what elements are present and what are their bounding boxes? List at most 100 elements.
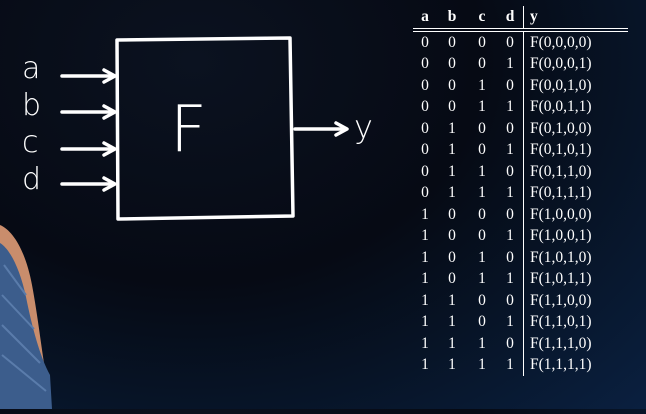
cell-b: 1: [448, 184, 456, 201]
table-row: 0 0 0 1 F(0,0,0,1): [413, 53, 628, 75]
presenter-shirt-stripes: [1, 264, 47, 392]
block-diagram-drawing: [60, 36, 349, 221]
cell-c: 0: [478, 227, 486, 244]
cell-a: 0: [421, 98, 429, 115]
cell-c: 1: [478, 76, 486, 94]
cell-d: 0: [506, 205, 514, 223]
cell-d: 0: [506, 291, 514, 309]
table-row: 0 1 1 1 F(0,1,1,1): [413, 182, 628, 204]
cell-b: 1: [448, 291, 456, 309]
output-arrow-head: [334, 121, 349, 137]
presenter: [0, 225, 58, 409]
cell-d: 1: [506, 141, 514, 158]
cell-y: F(1,1,0,1): [523, 311, 628, 333]
cell-a: 1: [421, 205, 429, 223]
table-row: 0 0 1 0 F(0,0,1,0): [413, 74, 628, 96]
cell-b: 1: [448, 162, 456, 180]
presenter-shirt: [0, 243, 52, 409]
input-arrow-b-head: [102, 104, 117, 120]
cell-d: 0: [506, 76, 514, 94]
cell-d: 1: [506, 270, 514, 287]
cell-a: 0: [421, 55, 429, 72]
table-row: 0 1 0 1 F(0,1,0,1): [413, 139, 628, 161]
cell-c: 1: [478, 98, 486, 115]
input-label-c: c: [22, 125, 39, 160]
block-diagram: a b c d F y: [0, 0, 400, 260]
cell-b: 0: [448, 55, 456, 72]
input-label-a: a: [22, 51, 41, 86]
table-row: 1 1 0 0 F(1,1,0,0): [413, 289, 628, 311]
cell-y: F(0,0,0,1): [523, 53, 628, 75]
cell-y: F(0,0,1,1): [523, 96, 628, 118]
cell-b: 0: [448, 98, 456, 115]
cell-d: 1: [506, 98, 514, 115]
cell-a: 1: [421, 356, 429, 373]
cell-c: 0: [478, 205, 486, 223]
presenter-figure: [0, 225, 52, 409]
cell-d: 1: [506, 184, 514, 201]
cell-c: 1: [478, 356, 486, 373]
cell-b: 1: [448, 141, 456, 158]
header-a: a: [421, 8, 429, 25]
header-b: b: [447, 8, 457, 25]
cell-a: 0: [421, 76, 429, 94]
header-d: d: [505, 8, 515, 25]
cell-y: F(1,0,1,0): [523, 246, 628, 268]
cell-a: 0: [421, 184, 429, 201]
cell-y: F(0,1,0,1): [523, 139, 628, 161]
cell-d: 0: [506, 119, 514, 137]
input-arrow-a-head: [102, 68, 117, 84]
cell-c: 1: [478, 334, 486, 352]
cell-a: 1: [421, 334, 429, 352]
truth-table-header: a b c d y: [413, 6, 628, 30]
cell-d: 1: [506, 313, 514, 330]
table-row: 0 0 1 1 F(0,0,1,1): [413, 96, 628, 118]
cell-b: 0: [448, 227, 456, 244]
cell-d: 0: [506, 334, 514, 352]
cell-c: 0: [478, 313, 486, 330]
cell-y: F(1,1,0,0): [523, 289, 628, 311]
input-label-d: d: [22, 162, 42, 197]
cell-a: 1: [421, 227, 429, 244]
cell-b: 0: [448, 33, 456, 51]
cell-a: 1: [421, 313, 429, 330]
cell-b: 1: [448, 334, 456, 352]
cell-d: 0: [506, 248, 514, 266]
cell-c: 1: [478, 162, 486, 180]
cell-b: 0: [448, 76, 456, 94]
cell-a: 1: [421, 270, 429, 287]
header-y: y: [523, 6, 628, 30]
input-label-b: b: [22, 88, 42, 123]
cell-a: 0: [421, 141, 429, 158]
cell-c: 0: [478, 291, 486, 309]
cell-c: 0: [478, 55, 486, 72]
function-box: [115, 36, 295, 221]
cell-a: 0: [421, 33, 429, 51]
cell-d: 1: [506, 55, 514, 72]
cell-y: F(0,0,0,0): [523, 29, 628, 53]
cell-y: F(0,0,1,0): [523, 74, 628, 96]
input-arrow-c-head: [102, 141, 117, 157]
cell-a: 0: [421, 119, 429, 137]
cell-b: 1: [448, 119, 456, 137]
cell-c: 1: [478, 270, 486, 287]
cell-b: 0: [448, 270, 456, 287]
cell-d: 0: [506, 33, 514, 51]
cell-c: 0: [478, 119, 486, 137]
cell-c: 0: [478, 141, 486, 158]
cell-d: 1: [506, 356, 514, 373]
cell-y: F(0,1,1,1): [523, 182, 628, 204]
cell-b: 1: [448, 356, 456, 373]
cell-d: 0: [506, 162, 514, 180]
cell-a: 1: [421, 291, 429, 309]
cell-b: 0: [448, 205, 456, 223]
cell-c: 1: [478, 184, 486, 201]
